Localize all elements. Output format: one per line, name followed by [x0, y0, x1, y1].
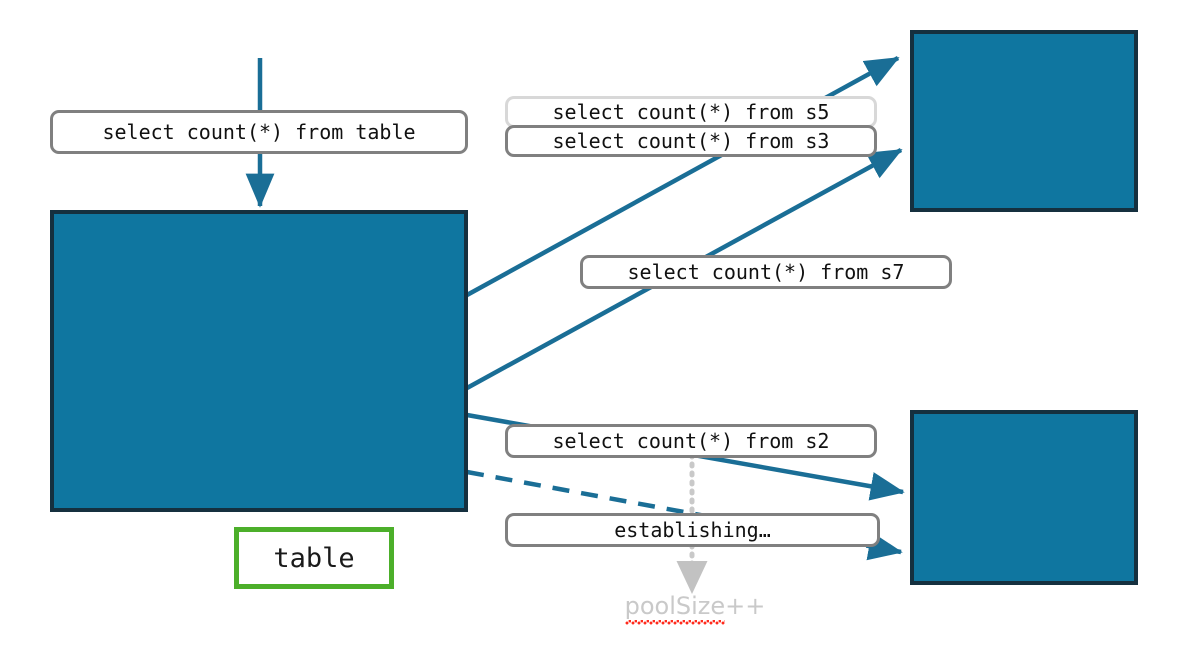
table-container: table	[50, 210, 468, 589]
node-table[interactable]: table	[234, 527, 394, 589]
annotation-poolsize: poolSize++	[600, 592, 790, 620]
pool-top-container: s1 s3 s5 s7	[910, 30, 1138, 212]
label-establishing-text: establishing…	[614, 518, 771, 542]
label-query-s2: select count(*) from s2	[505, 424, 877, 458]
label-query-s2-text: select count(*) from s2	[552, 429, 830, 453]
label-query-s3: select count(*) from s3	[505, 125, 877, 157]
pool-bottom-container: s2 s6 s4	[910, 410, 1138, 585]
node-table-label: table	[273, 542, 355, 574]
label-query-table-text: select count(*) from table	[102, 120, 416, 144]
label-query-s7: select count(*) from s7	[580, 255, 952, 289]
label-query-table: select count(*) from table	[50, 110, 468, 154]
annotation-poolsize-word: poolSize	[624, 592, 726, 625]
label-query-s5-text: select count(*) from s5	[552, 100, 830, 124]
label-query-s5: select count(*) from s5	[505, 96, 877, 128]
annotation-poolsize-operator: ++	[725, 592, 766, 620]
label-query-s3-text: select count(*) from s3	[552, 129, 830, 153]
label-query-s7-text: select count(*) from s7	[627, 260, 905, 284]
label-establishing: establishing…	[505, 513, 880, 547]
